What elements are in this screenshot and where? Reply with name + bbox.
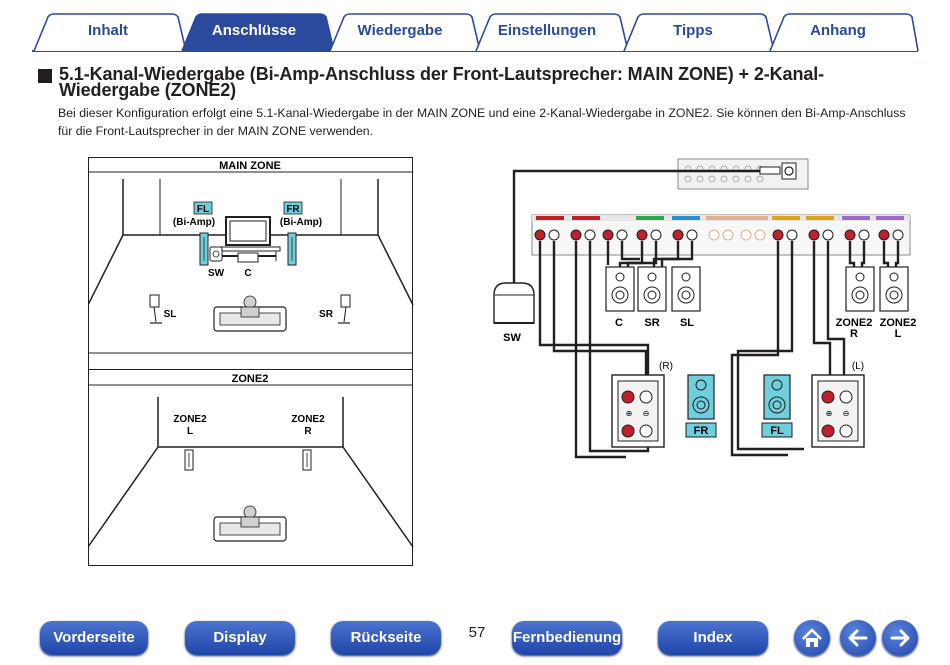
zone2-label: ZONE2 [232,373,269,385]
main-zone-label: MAIN ZONE [219,160,281,172]
zone2-left-speaker-icon [184,449,194,471]
fl-minus-symbol: ⊖ [843,409,850,418]
fr-plus-symbol: ⊕ [626,409,633,418]
heading-square-icon [38,69,52,83]
page-number: 57 [468,624,486,641]
nav-fernbedienung-button[interactable]: Fernbedienung [512,621,622,655]
sofa-listener-icon [213,295,287,332]
tab-inhalt[interactable]: Inhalt [88,22,128,39]
bi-amp-right-label: (Bi-Amp) [280,217,322,228]
wiring-zone2-r-line2: R [850,328,858,340]
zone2-r-line1: ZONE2 [291,414,325,425]
nav-rueckseite-button[interactable]: Rückseite [331,621,441,655]
nav-display-button[interactable]: Display [185,621,295,655]
zone2-right-speaker-icon [302,449,312,471]
sl-label: SL [164,309,177,320]
center-speaker-icon [237,252,259,263]
c-label: C [244,268,251,279]
wiring-zone2-l-line2: L [895,328,902,340]
surround-left-speaker-box-icon [671,266,701,312]
front-right-speaker-icon [287,232,297,266]
surround-right-speaker-icon [338,294,351,324]
wiring-zone2-r-line1: ZONE2 [836,317,873,329]
receiver-pre-out-panel [677,158,809,190]
wiring-fr-label: FR [694,425,709,437]
nav-vorderseite-button[interactable]: Vorderseite [40,621,148,655]
surround-right-speaker-box-icon [637,266,667,312]
zone2-l-line1: ZONE2 [173,414,207,425]
rca-plug-icon [759,166,781,175]
fl-label: FL [197,204,209,215]
front-right-speaker-box-icon [687,374,715,420]
room-layout-diagram: MAIN ZONE FL FR (Bi-Amp) (Bi-Amp) [87,157,414,572]
arrow-right-icon [890,629,910,647]
fl-plus-symbol: ⊕ [826,409,833,418]
tab-einstellungen[interactable]: Einstellungen [497,22,597,39]
front-left-bi-amp-terminal-icon: ⊕ ⊖ [811,374,865,448]
wiring-sr-label: SR [644,317,659,329]
zone2-l-line2: L [187,426,193,437]
wiring-zone2-l-line1: ZONE2 [880,317,917,329]
zone2-sofa-listener-icon [213,505,287,542]
fr-label: FR [286,204,300,215]
left-channel-marker: (L) [852,361,864,372]
nav-index-button[interactable]: Index [658,621,768,655]
bi-amp-left-label: (Bi-Amp) [173,217,215,228]
chapter-tabs: Inhalt Anschlüsse Wiedergabe Einstellung… [0,0,950,56]
home-button[interactable] [794,620,830,656]
zone2-right-speaker-box-icon [845,266,875,312]
tab-anschluesse[interactable]: Anschlüsse [211,22,297,39]
surround-left-speaker-icon [149,294,162,324]
center-speaker-box-icon [605,266,635,312]
zone2-r-line2: R [304,426,312,437]
tab-tipps[interactable]: Tipps [673,22,713,39]
page-title: 5.1-Kanal-Wiedergabe (Bi-Amp-Anschluss d… [59,64,825,100]
front-right-bi-amp-terminal-icon: ⊕ ⊖ [611,374,665,448]
subwoofer-icon [209,246,223,262]
wiring-fl-label: FL [770,425,784,437]
sw-label: SW [208,268,225,279]
arrow-left-icon [848,629,868,647]
front-left-speaker-icon [199,232,209,266]
home-icon [802,628,822,647]
next-page-button[interactable] [882,620,918,656]
section-heading: 5.1-Kanal-Wiedergabe (Bi-Amp-Anschluss d… [38,64,918,100]
wiring-sw-label: SW [503,332,521,344]
tab-wiedergabe[interactable]: Wiedergabe [357,22,443,39]
intro-text: Bei dieser Konfiguration erfolgt eine 5.… [58,106,906,138]
previous-page-button[interactable] [840,620,876,656]
right-channel-marker: (R) [659,361,673,372]
sr-label: SR [319,309,334,320]
tab-shapes [32,13,919,52]
tab-anhang[interactable]: Anhang [810,22,866,39]
front-left-speaker-box-icon [763,374,791,420]
zone2-left-speaker-box-icon [879,266,909,312]
subwoofer-box-icon [493,282,535,324]
fr-minus-symbol: ⊖ [643,409,650,418]
wiring-diagram: SW C SR SL ZONE2 R ZONE2 L (R) [488,155,928,472]
wiring-c-label: C [615,317,623,329]
wiring-sl-label: SL [680,317,694,329]
receiver-speaker-terminals [531,214,911,256]
